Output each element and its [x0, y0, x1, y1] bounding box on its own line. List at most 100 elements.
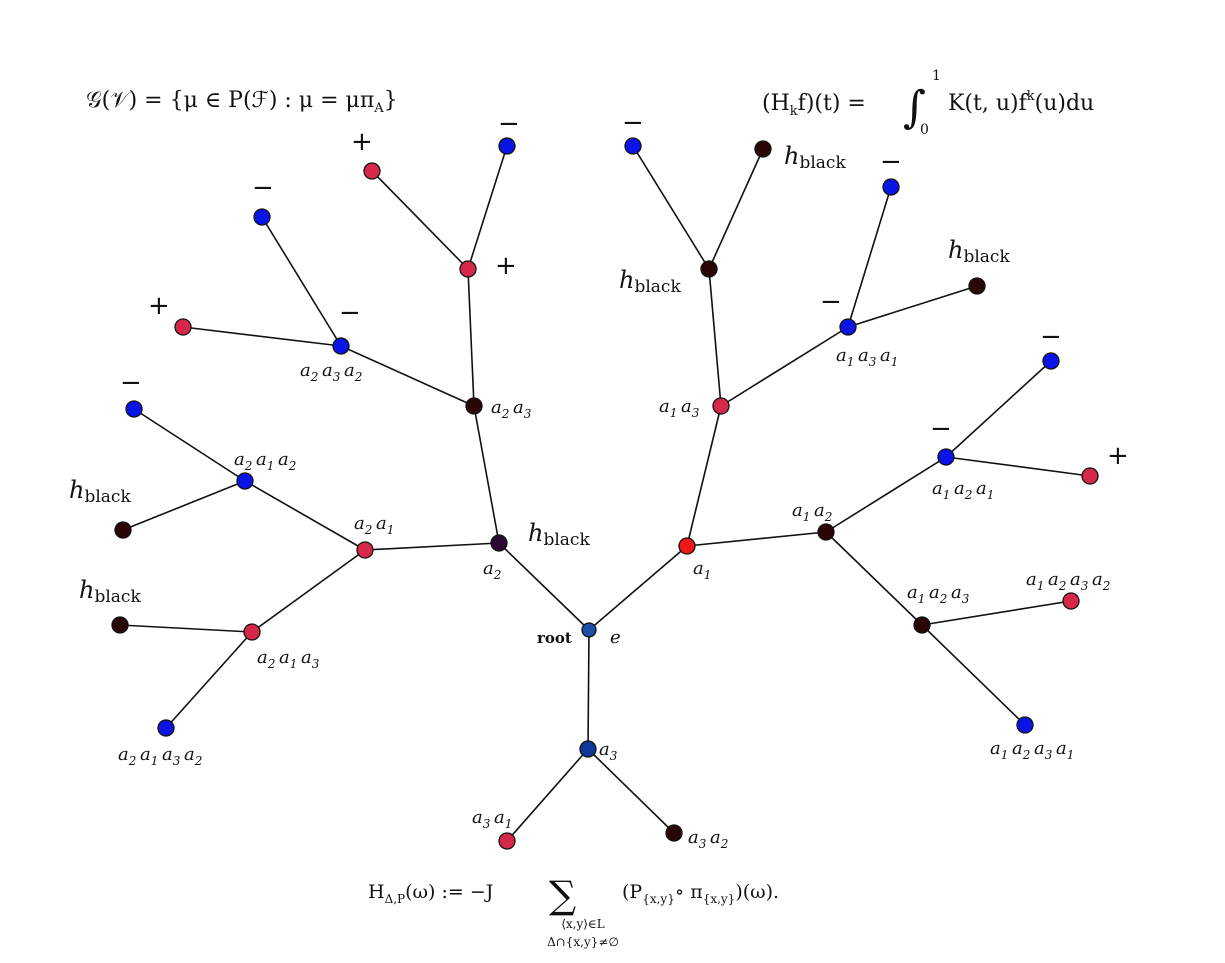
word-spacer: [1110, 569, 1114, 590]
word-letter: a: [836, 345, 847, 366]
tree-edges: [119, 145, 1091, 842]
node-a2a3: [465, 397, 483, 415]
word-subscript: 1: [1037, 579, 1045, 593]
hamiltonian-sub3: {x,y}: [703, 892, 736, 906]
h-black-label: hblack: [948, 236, 1010, 267]
word-letter: a: [1026, 569, 1037, 590]
hamiltonian-sub: Δ,P: [385, 892, 406, 906]
sign-labels: −++−−+−−−−−−+: [120, 108, 1129, 471]
word-letter: a: [184, 744, 195, 765]
edge: [261, 216, 342, 347]
word-spacer: [994, 478, 998, 499]
identity-label: e: [610, 627, 621, 648]
word-letter: a: [932, 478, 943, 499]
integral-sign: ∫: [903, 82, 926, 133]
minus-sign: −: [1040, 322, 1062, 352]
word-subscript: 1: [1001, 748, 1009, 762]
word-subscript: 1: [891, 355, 899, 369]
word-label-a2a1a3a2: a2 a1 a3 a2: [118, 744, 206, 768]
formula-h-tail: (u)du: [1035, 91, 1095, 116]
word-letter: a: [162, 744, 173, 765]
word-letter: a: [792, 500, 803, 521]
word-letter: a: [681, 396, 692, 417]
edge: [825, 531, 923, 626]
h-subscript: black: [543, 530, 590, 550]
node-a2a1: [356, 541, 374, 559]
word-letter: a: [688, 827, 699, 848]
word-spacer: [319, 647, 323, 668]
word-label-a2: a2: [483, 558, 505, 582]
h-base: h: [528, 519, 543, 547]
word-letter: a: [990, 738, 1001, 759]
word-letter: a: [659, 396, 670, 417]
h-base: h: [69, 476, 84, 504]
node-a1a2a3: [913, 616, 931, 634]
edge: [587, 629, 590, 750]
h-black-label: hblack: [79, 576, 141, 607]
word-subscript: 2: [501, 407, 510, 421]
word-subscript: 1: [290, 657, 298, 671]
word-subscript: 3: [524, 407, 532, 421]
word-label-a3: a3: [599, 739, 621, 763]
hamiltonian-rest: (P: [622, 881, 642, 903]
node-a1a2: [817, 523, 835, 541]
word-subscript: 1: [704, 568, 712, 582]
word-subscript: 2: [720, 837, 729, 851]
hamiltonian-H: H: [368, 881, 385, 903]
word-label-a2a3a2: a2 a3 a2: [300, 360, 366, 384]
node-leaf-plus: [174, 318, 192, 336]
node-a1a2a3a1: [1016, 716, 1034, 734]
minus-sign: −: [622, 108, 644, 138]
node-a1a3: [712, 397, 730, 415]
word-spacer: [728, 827, 732, 848]
integral-lower-limit: 0: [920, 122, 929, 138]
node-root-e: [581, 622, 597, 638]
word-spacer: [617, 739, 621, 760]
word-label-a3a2: a3 a2: [688, 827, 732, 851]
formula-hammerstein-operator: (Hkf)(t) = ∫ 1 0 K(t, u)fk(u)du: [762, 68, 1094, 138]
word-subscript: 3: [1045, 748, 1053, 762]
word-letter: a: [858, 345, 869, 366]
word-spacer: [531, 397, 535, 418]
word-letter: a: [951, 582, 962, 603]
word-letter: a: [278, 449, 289, 470]
svg-text:𝒢(𝒱) = {μ ∈ P(ℱ) : μ = μπA}: 𝒢(𝒱) = {μ ∈ P(ℱ) : μ = μπA}: [86, 88, 398, 116]
word-subscript: 2: [364, 523, 373, 537]
word-subscript: 3: [483, 817, 491, 831]
node-leaf-hblack: [114, 521, 132, 539]
word-letter: a: [483, 558, 494, 579]
formula-hamiltonian: HΔ,P(ω) := −J ∑ ⟨x,y⟩∈L Δ∩{x,y}≠∅ (P{x,y…: [368, 873, 779, 949]
word-letter: a: [322, 360, 333, 381]
word-spacer: [512, 807, 516, 828]
word-label-a1a3a1: a1 a3 a1: [836, 345, 902, 369]
word-subscript: 3: [869, 355, 877, 369]
h-base: h: [79, 576, 94, 604]
edge: [122, 480, 246, 531]
plus-sign: +: [1107, 441, 1129, 471]
word-spacer: [699, 396, 703, 417]
edge: [371, 170, 469, 270]
node-leaf-plus: [1081, 467, 1099, 485]
node-a2a3-plus: [459, 260, 477, 278]
word-subscript: 2: [267, 657, 276, 671]
edge: [165, 631, 253, 729]
word-label-a2a3: a2 a3: [491, 397, 535, 421]
word-letter: a: [494, 807, 505, 828]
word-letter: a: [1070, 569, 1081, 590]
edge: [244, 480, 366, 551]
h-subscript: black: [634, 277, 681, 297]
sum-sign: ∑: [549, 873, 576, 917]
node-leaf-hblack: [968, 277, 986, 295]
h-black-label: hblack: [69, 476, 131, 507]
h-subscript: black: [84, 487, 131, 507]
h-base: h: [948, 236, 963, 264]
word-label-a3a1: a3 a1: [472, 807, 516, 831]
word-letter: a: [491, 397, 502, 418]
word-letter: a: [880, 345, 891, 366]
word-letter: a: [693, 558, 704, 579]
plus-sign: +: [495, 251, 517, 281]
word-letter: a: [472, 807, 483, 828]
node-a2a3a2: [332, 337, 350, 355]
